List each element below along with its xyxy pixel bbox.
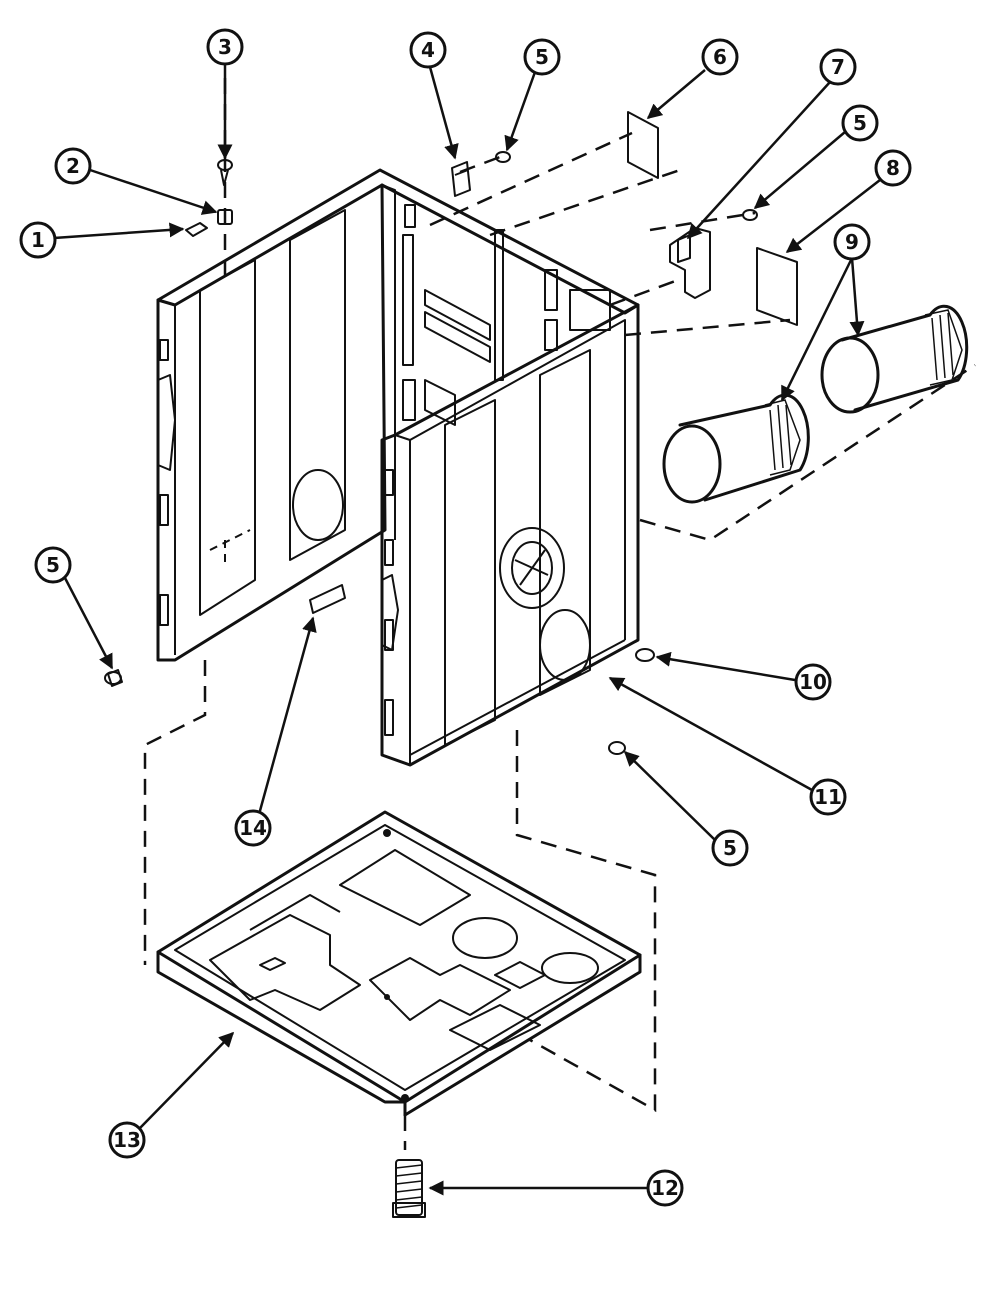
screw-part-5-right [742,209,758,221]
callout-4-label: 4 [421,38,435,62]
callout-11-label: 11 [814,785,842,809]
callout-9-label: 9 [845,230,859,254]
callout-2-label: 2 [66,154,80,178]
callout-5-top: 5 [523,38,561,76]
canister-part-9-left [662,393,810,504]
callout-13: 13 [108,1121,146,1159]
screw-part-10 [635,648,655,662]
callout-8-label: 8 [886,156,900,180]
callout-7-label: 7 [831,55,845,79]
callout-13-label: 13 [113,1128,141,1152]
screw-part-5-top [495,151,511,163]
callout-9: 9 [833,223,871,261]
bracket-part-4 [451,161,471,197]
bracket-part-7 [669,227,711,299]
callout-7: 7 [819,48,857,86]
callout-12-label: 12 [651,1176,679,1200]
clip-part-1 [185,222,208,237]
callout-4: 4 [409,31,447,69]
callout-6-label: 6 [713,45,727,69]
leveling-leg-part-12 [392,1159,426,1218]
callout-14: 14 [234,809,272,847]
callout-5-bottom: 5 [711,829,749,867]
callout-5-bottom-label: 5 [723,836,737,860]
callout-3: 3 [206,28,244,66]
cabinet-right-side-panel [380,303,640,767]
callout-11: 11 [809,778,847,816]
screw-part-5-bottom [608,741,626,755]
plate-part-6 [627,111,659,179]
callout-2: 2 [54,147,92,185]
nut-part-2 [217,209,233,225]
canister-part-9-right [820,304,969,414]
screw-part-3 [217,159,233,186]
callout-5-left-label: 5 [46,553,60,577]
cabinet-left-rear-panel [156,168,640,662]
callout-10: 10 [794,663,832,701]
callout-14-label: 14 [239,816,267,840]
callout-8: 8 [874,149,912,187]
callout-10-label: 10 [799,670,827,694]
callout-12: 12 [646,1169,684,1207]
callout-5-right-label: 5 [853,111,867,135]
callout-3-label: 3 [218,35,232,59]
label-part-14 [309,584,346,614]
callout-1: 1 [19,221,57,259]
screw-part-5-left [104,669,123,687]
callout-6: 6 [701,38,739,76]
leader-lines [53,64,881,1196]
callout-1-label: 1 [31,228,45,252]
plate-part-8 [756,247,798,326]
callout-5-top-label: 5 [535,45,549,69]
callout-5-right: 5 [841,104,879,142]
cabinet-base [156,810,642,1117]
callout-5-left: 5 [34,546,72,584]
